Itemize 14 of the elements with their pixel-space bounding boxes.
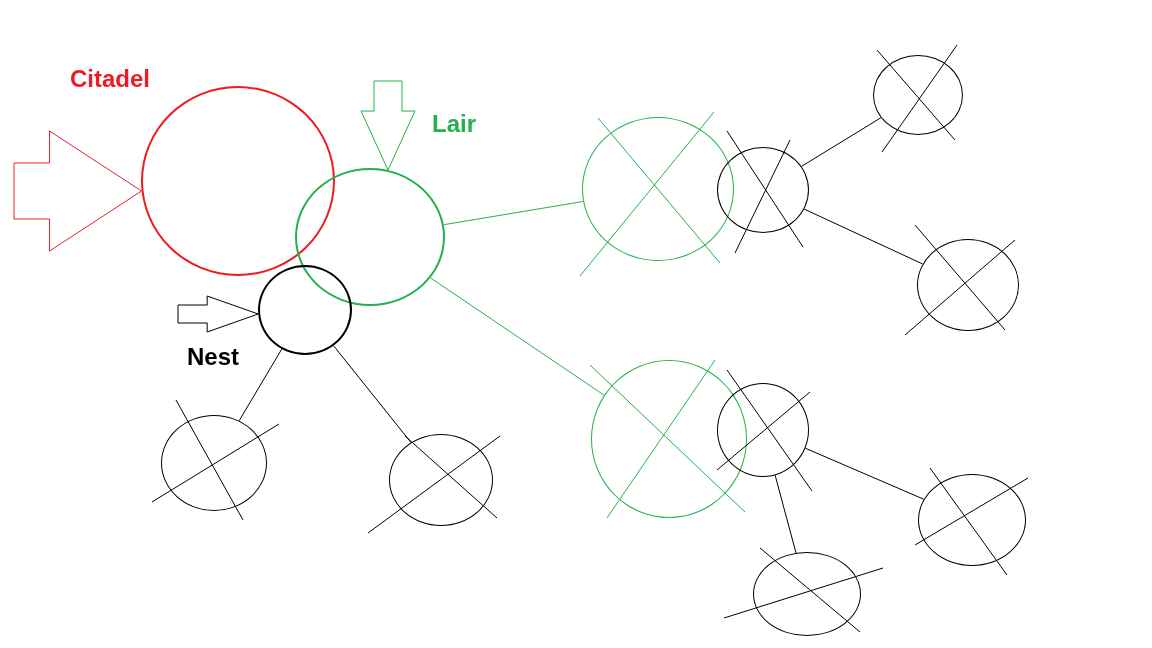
block-arrow: [13, 130, 143, 252]
connector-line: [800, 117, 882, 167]
connector-line: [443, 201, 584, 226]
connector-line: [238, 348, 283, 422]
block-arrow: [177, 295, 259, 333]
region-label: Citadel: [70, 67, 150, 91]
connector-line: [804, 447, 925, 500]
region-label: Lair: [432, 112, 476, 136]
region-label: Nest: [187, 345, 240, 369]
connector-line: [774, 474, 797, 554]
connector-line: [803, 208, 924, 265]
connector-line: [333, 345, 412, 443]
connector-line: [429, 277, 605, 396]
block-arrow: [360, 80, 416, 171]
